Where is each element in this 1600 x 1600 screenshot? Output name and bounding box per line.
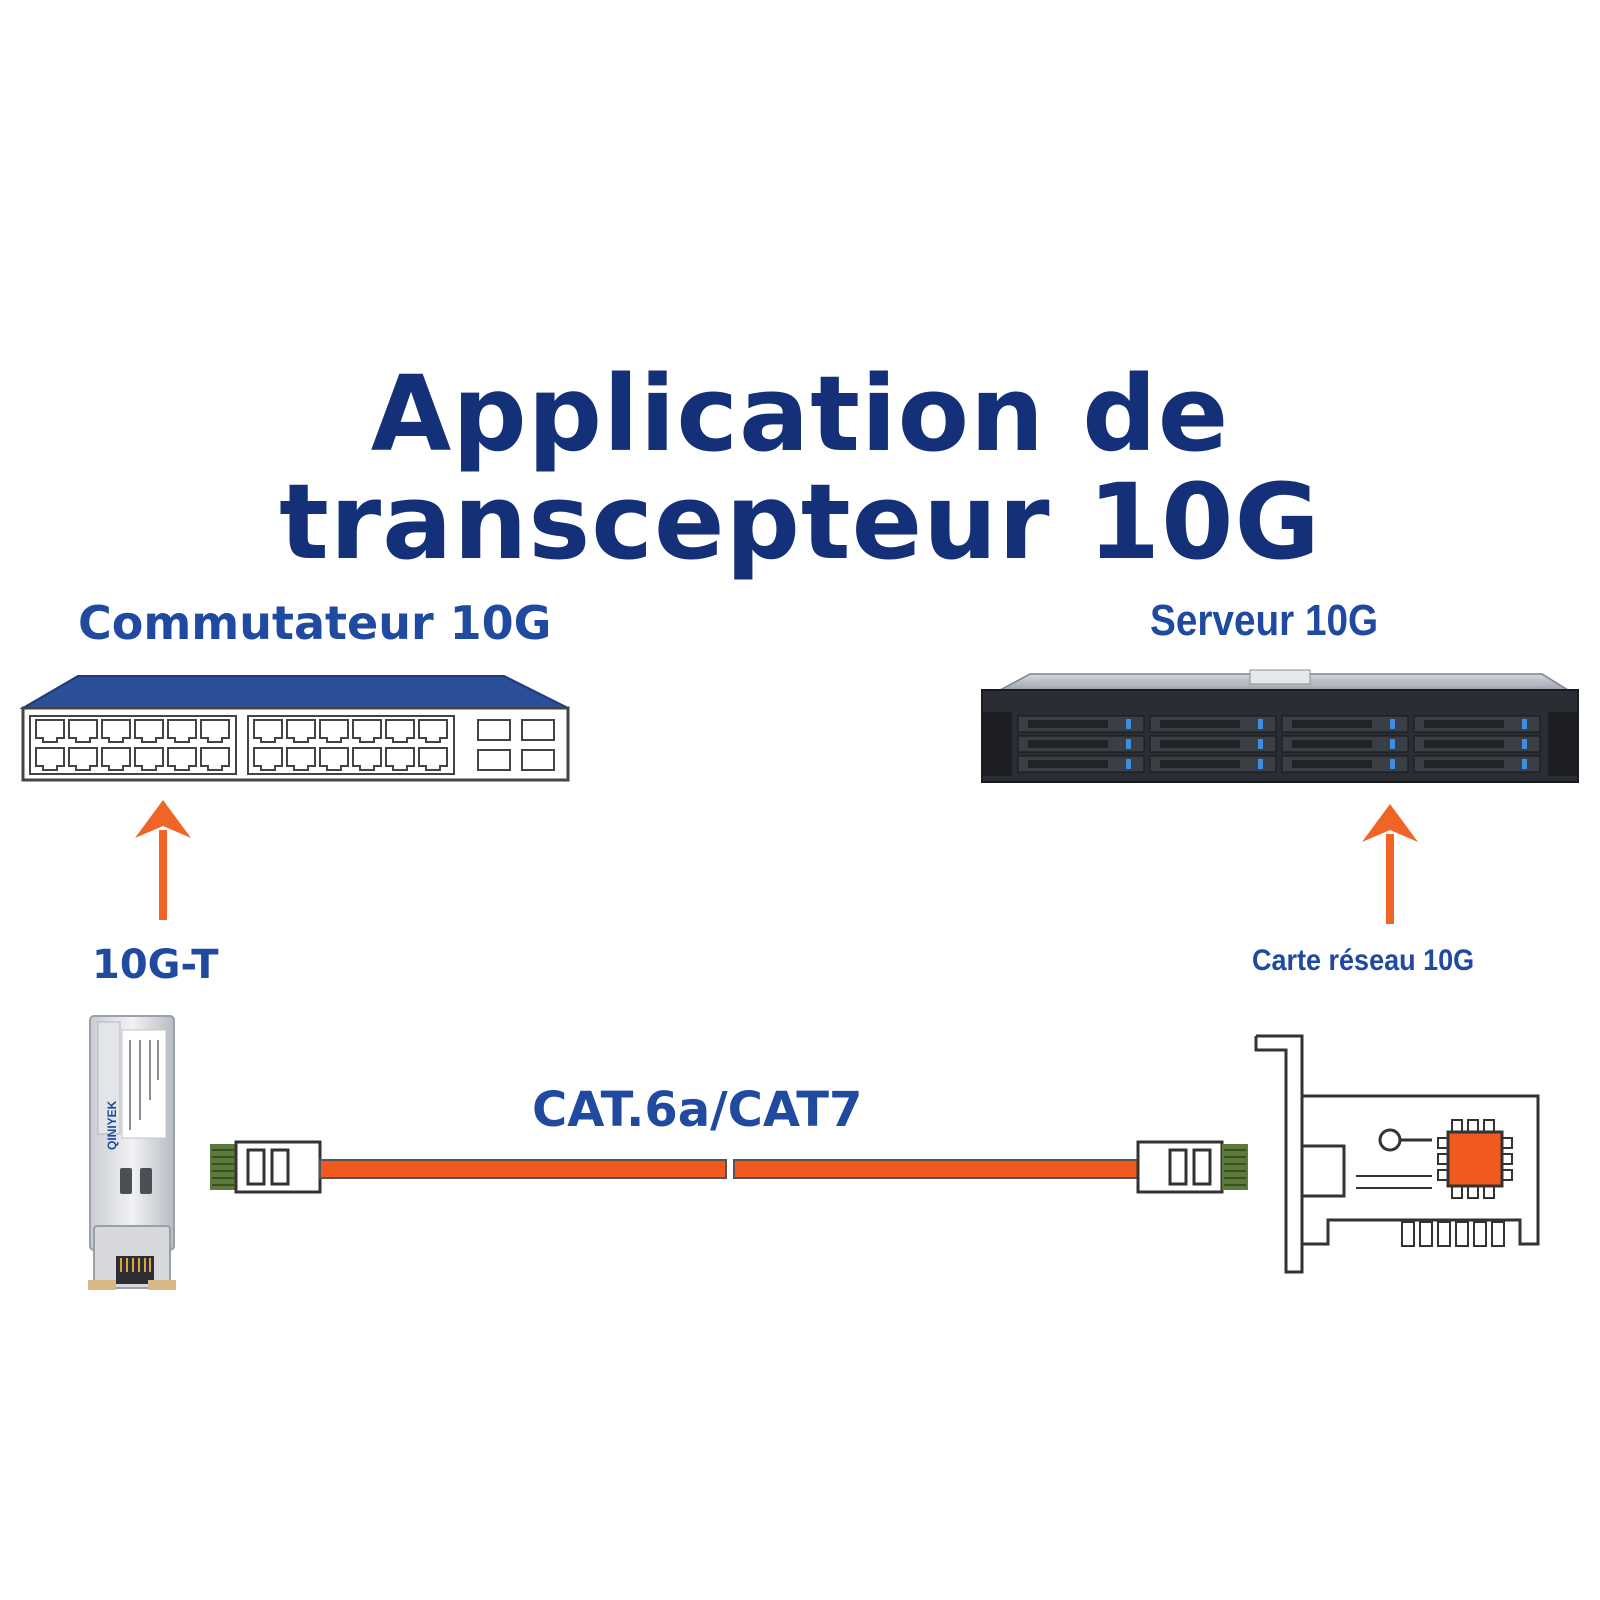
switch-icon <box>19 675 570 782</box>
switch-ports <box>29 715 455 775</box>
switch-label: Commutateur 10G <box>78 596 552 650</box>
server-icon <box>981 669 1579 783</box>
transceiver-label: 10G-T <box>92 942 219 988</box>
arrow-up-icon <box>135 800 191 920</box>
cable-label: CAT.6a/CAT7 <box>532 1082 863 1138</box>
sfp-transceiver-icon: QINIYEK <box>88 1015 176 1290</box>
network-card-label: Carte réseau 10G <box>1252 944 1475 977</box>
chip-icon <box>1446 1130 1504 1188</box>
ethernet-cable-icon <box>210 1140 1248 1194</box>
sfp-brand-label: QINIYEK <box>105 1100 119 1150</box>
arrow-up-icon <box>1362 804 1418 924</box>
server-label: Serveur 10G <box>1150 596 1379 645</box>
page-title: Application de transcepteur 10G <box>279 353 1321 583</box>
server-drive-bays <box>1017 715 1541 773</box>
